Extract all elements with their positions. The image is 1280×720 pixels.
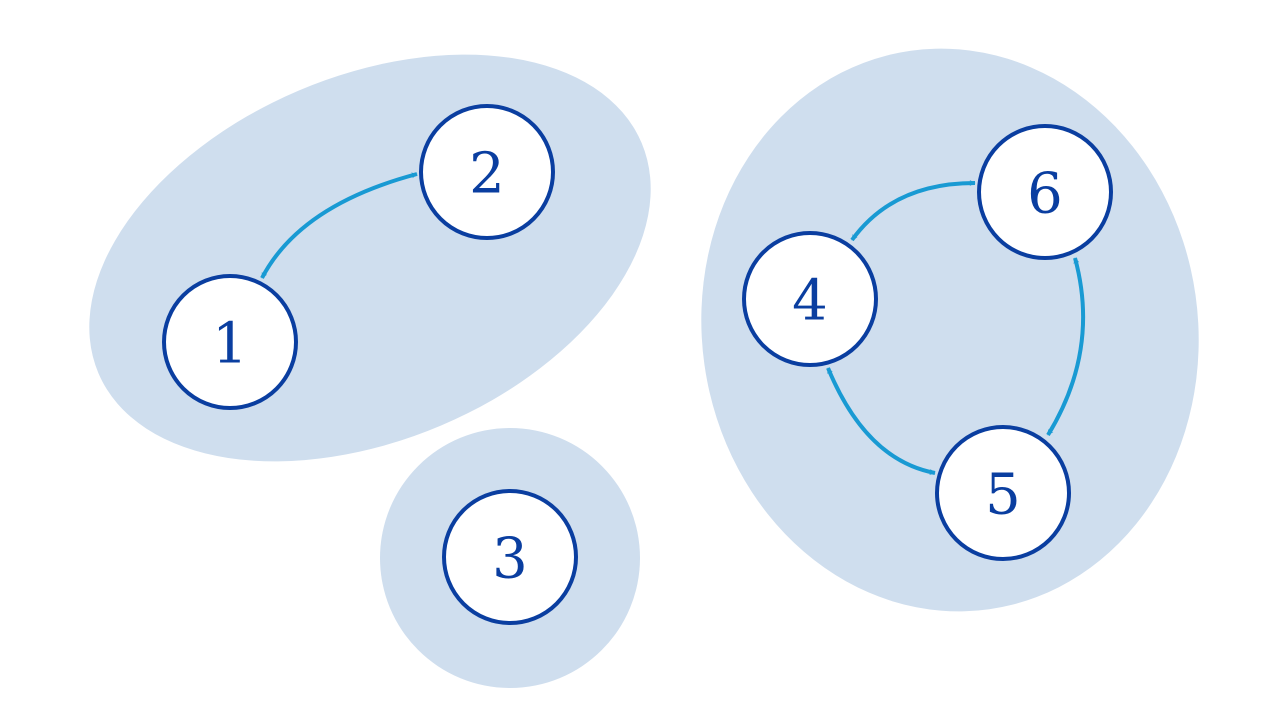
node-2[interactable]: 2	[419, 104, 555, 240]
nodes-layer: 1 2 3 4 5 6	[162, 104, 1113, 625]
node-label-3: 3	[492, 527, 528, 592]
node-label-6: 6	[1027, 162, 1063, 227]
node-1[interactable]: 1	[162, 274, 298, 410]
node-6[interactable]: 6	[977, 124, 1113, 260]
edge-5-4	[826, 367, 936, 475]
component-a	[89, 54, 651, 462]
node-label-1: 1	[212, 312, 248, 377]
node-label-4: 4	[792, 269, 828, 334]
edge-4-6	[850, 180, 976, 242]
edge-6-5	[1046, 257, 1086, 437]
node-5[interactable]: 5	[935, 425, 1071, 561]
node-label-5: 5	[985, 463, 1021, 528]
node-3[interactable]: 3	[442, 489, 578, 625]
edges-layer	[260, 172, 1086, 475]
node-label-2: 2	[469, 142, 505, 207]
edge-1-2	[260, 172, 418, 279]
node-4[interactable]: 4	[742, 231, 878, 367]
